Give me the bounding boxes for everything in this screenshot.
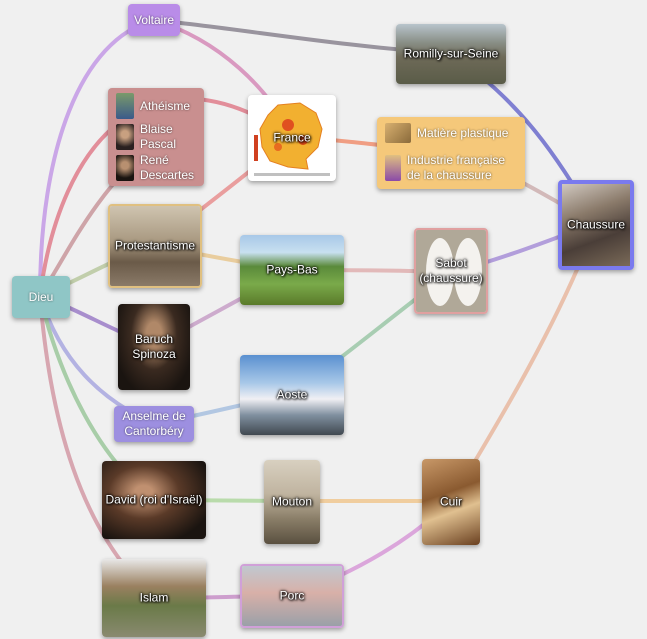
chaussure-photo [562, 184, 630, 266]
pascal-thumbnail [116, 124, 134, 150]
node-aoste[interactable]: Aoste [240, 355, 344, 435]
industry-group: Matière plastique Industrie française de… [377, 117, 525, 189]
node-david[interactable]: David (roi d'Israël) [102, 461, 206, 539]
node-david-label: David (roi d'Israël) [105, 492, 203, 507]
node-cuir[interactable]: Cuir [422, 459, 480, 545]
node-voltaire[interactable]: Voltaire [128, 4, 180, 36]
group-item-industrie-label: Industrie française de la chaussure [407, 153, 506, 182]
node-paysbas-label: Pays-Bas [266, 262, 318, 277]
node-chaussure-label: Chaussure [566, 217, 626, 232]
spinoza-portrait [118, 304, 190, 390]
mouton-photo [264, 460, 320, 544]
node-france[interactable]: France [248, 95, 336, 181]
node-sabot[interactable]: Sabot (chaussure) [414, 228, 488, 314]
node-voltaire-label: Voltaire [133, 12, 175, 27]
node-islam-label: Islam [139, 590, 169, 605]
thinkers-group: Athéisme Blaise Pascal René Descartes [108, 88, 204, 186]
david-painting [102, 461, 206, 539]
group-item-industrie[interactable]: Industrie française de la chaussure [385, 153, 519, 183]
group-item-pascal-label: Blaise Pascal [140, 122, 177, 151]
node-france-label: France [273, 130, 311, 145]
node-protestantisme-label: Protestantisme [114, 238, 196, 253]
node-dieu[interactable]: Dieu [12, 276, 70, 318]
group-item-descartes[interactable]: René Descartes [116, 153, 202, 183]
node-porc-label: Porc [279, 588, 305, 603]
sabot-clogs-image [426, 238, 482, 306]
node-mouton[interactable]: Mouton [264, 460, 320, 544]
node-anselme-label: Anselme de Cantorbéry [122, 409, 186, 438]
paysbas-photo [240, 235, 344, 305]
node-romilly[interactable]: Romilly-sur-Seine [396, 24, 506, 84]
group-item-matiere[interactable]: Matière plastique [385, 123, 508, 143]
node-sabot-label: Sabot (chaussure) [419, 256, 483, 285]
node-spinoza[interactable]: Baruch Spinoza [118, 304, 190, 390]
group-item-matiere-label: Matière plastique [417, 125, 509, 140]
node-spinoza-label: Baruch Spinoza [132, 332, 176, 361]
node-chaussure[interactable]: Chaussure [558, 180, 634, 270]
node-dieu-label: Dieu [28, 289, 54, 304]
edge-dieu-voltaire [38, 18, 156, 298]
node-romilly-label: Romilly-sur-Seine [403, 46, 499, 61]
group-item-atheisme-label: Athéisme [140, 98, 191, 113]
descartes-thumbnail [116, 155, 134, 181]
cuir-photo [422, 459, 480, 545]
aoste-photo [240, 355, 344, 435]
group-item-atheisme[interactable]: Athéisme [116, 93, 190, 119]
protestantisme-photo [110, 206, 200, 286]
node-mouton-label: Mouton [271, 494, 313, 509]
node-islam[interactable]: Islam [102, 559, 206, 637]
node-paysbas[interactable]: Pays-Bas [240, 235, 344, 305]
romilly-photo [396, 24, 506, 84]
node-cuir-label: Cuir [439, 494, 462, 509]
matiere-thumbnail [385, 123, 411, 143]
france-map-image [254, 102, 330, 176]
node-protestantisme[interactable]: Protestantisme [108, 204, 202, 288]
node-anselme[interactable]: Anselme de Cantorbéry [114, 406, 194, 442]
group-item-pascal[interactable]: Blaise Pascal [116, 122, 192, 152]
industrie-thumbnail [385, 155, 401, 181]
atheisme-thumbnail [116, 93, 134, 119]
node-porc[interactable]: Porc [240, 564, 344, 628]
islam-photo [102, 559, 206, 637]
group-item-descartes-label: René Descartes [140, 153, 195, 182]
porc-photo [242, 566, 342, 626]
node-aoste-label: Aoste [276, 387, 308, 402]
